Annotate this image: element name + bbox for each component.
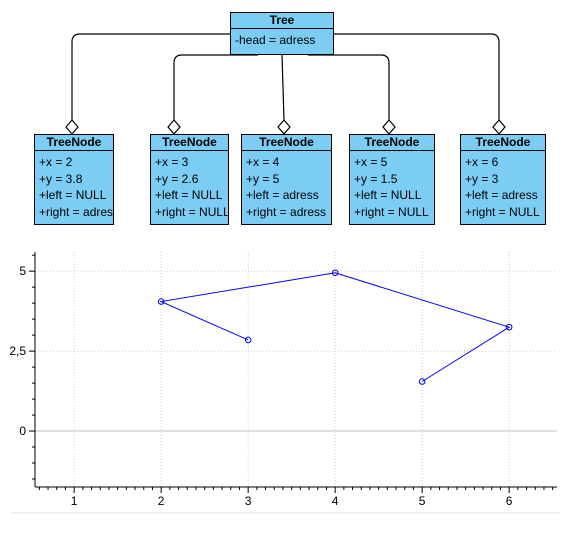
data-point-marker <box>331 269 339 277</box>
attr-y: +y = 1.5 <box>354 171 398 186</box>
tree-head-attr: -head = adress <box>235 33 316 47</box>
x-tick-label: 5 <box>419 494 426 508</box>
attr-x: +x = 3 <box>155 155 189 169</box>
treenode-box-1[interactable]: TreeNode +x = 2 +y = 3.8 +left = NULL +r… <box>34 134 114 225</box>
connector-node-5 <box>333 33 500 120</box>
attr-left: +left = NULL <box>39 188 107 202</box>
treenode-box-2[interactable]: TreeNode +x = 3 +y = 2.6 +left = NULL +r… <box>150 134 229 225</box>
attr-y: +y = 5 <box>246 171 280 186</box>
x-tick-label: 6 <box>506 494 513 508</box>
treenode-title: TreeNode <box>35 135 113 151</box>
series-layer <box>157 269 513 385</box>
y-tick-label: 5 <box>19 264 26 278</box>
x-tick-label: 2 <box>158 494 165 508</box>
axes <box>34 252 557 488</box>
attr-x: +x = 6 <box>465 155 499 169</box>
attr-right: +right = NULL <box>155 204 228 219</box>
axis-tick-labels: 1 2 3 4 5 6 0 2,5 5 <box>9 264 512 508</box>
x-tick-label: 4 <box>332 494 339 508</box>
connector-node-1 <box>71 33 230 120</box>
attr-right: +right = adress <box>39 204 113 219</box>
treenode-title: TreeNode <box>350 135 434 151</box>
treenode-box-4[interactable]: TreeNode +x = 5 +y = 1.5 +left = NULL +r… <box>349 134 435 225</box>
attr-right: +right = NULL <box>465 204 540 219</box>
connector-node-3 <box>281 54 285 121</box>
attr-y: +y = 3 <box>465 171 499 186</box>
tree-class-box[interactable]: Tree -head = adress <box>230 12 334 55</box>
data-point-marker <box>157 298 165 305</box>
tree-class-title: Tree <box>231 13 333 29</box>
x-tick-label: 1 <box>71 494 78 508</box>
attr-x: +x = 2 <box>39 155 73 169</box>
data-point-marker <box>244 336 252 344</box>
attr-right: +right = NULL <box>354 204 429 219</box>
attr-y: +y = 2.6 <box>155 171 199 186</box>
x-tick-label: 3 <box>245 494 252 508</box>
connector-node-4 <box>308 54 390 120</box>
grid-lines <box>35 252 557 487</box>
treenode-title: TreeNode <box>151 135 228 151</box>
attr-left: +left = adress <box>246 188 319 202</box>
data-point-marker <box>505 323 513 331</box>
y-tick-label: 2,5 <box>9 344 26 358</box>
connector-node-2 <box>173 54 258 120</box>
series-line <box>159 272 511 382</box>
treenode-title: TreeNode <box>461 135 545 151</box>
data-point-marker <box>418 378 426 385</box>
attr-y: +y = 3.8 <box>39 171 83 186</box>
attr-x: +x = 5 <box>354 155 388 169</box>
treenode-title: TreeNode <box>242 135 331 151</box>
treenode-box-3[interactable]: TreeNode +x = 4 +y = 5 +left = adress +r… <box>241 134 332 225</box>
y-tick-label: 0 <box>19 424 26 438</box>
attr-x: +x = 4 <box>246 155 280 169</box>
attr-right: +right = adress <box>246 204 327 219</box>
attr-left: +left = NULL <box>155 188 223 202</box>
treenode-box-5[interactable]: TreeNode +x = 6 +y = 3 +left = adress +r… <box>460 134 546 225</box>
axis-ticks <box>29 254 554 493</box>
attr-left: +left = NULL <box>354 188 422 202</box>
attr-left: +left = adress <box>465 188 538 202</box>
